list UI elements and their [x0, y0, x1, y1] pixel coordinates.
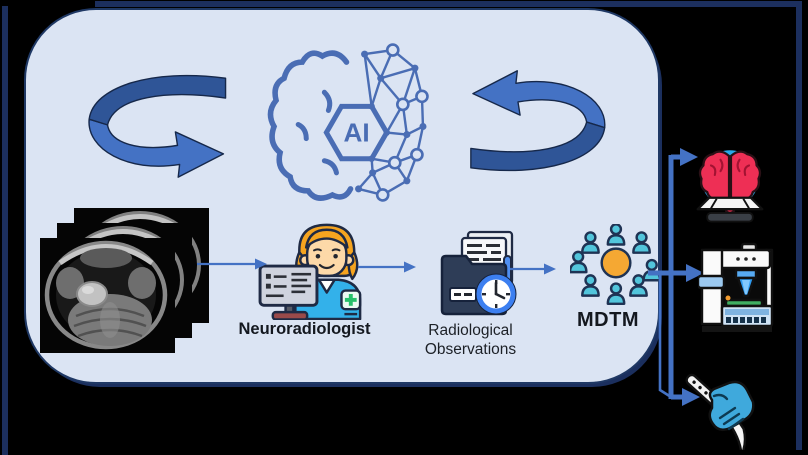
neuroradiologist-icon: [258, 223, 362, 320]
observations-label-line1: Radiological: [428, 322, 513, 339]
observations-label-line2: Observations: [424, 341, 517, 359]
mdtm-label: MDTM: [577, 309, 639, 331]
radiological-observations-label: Radiological Observations: [398, 321, 543, 360]
cycle-arrow-right-icon: [470, 70, 606, 172]
canvas-frame-left: [2, 6, 8, 455]
radiological-observations-icon: [440, 230, 517, 316]
lab-analyzer-machine-icon: [698, 242, 774, 332]
brain-scan-projection-icon: [696, 150, 764, 223]
canvas-frame-right: [796, 1, 802, 450]
mdtm-team-icon: [570, 224, 662, 306]
cycle-arrow-left-icon: [88, 74, 227, 178]
ai-hub-label: AI: [343, 118, 369, 148]
canvas-frame-top: [95, 1, 802, 7]
hand-with-scalpel-icon: [685, 373, 755, 450]
mri-slice-front: [40, 238, 175, 353]
neuroradiologist-label: Neuroradiologist: [238, 320, 371, 338]
ai-brain-network-icon: AI: [267, 43, 429, 202]
